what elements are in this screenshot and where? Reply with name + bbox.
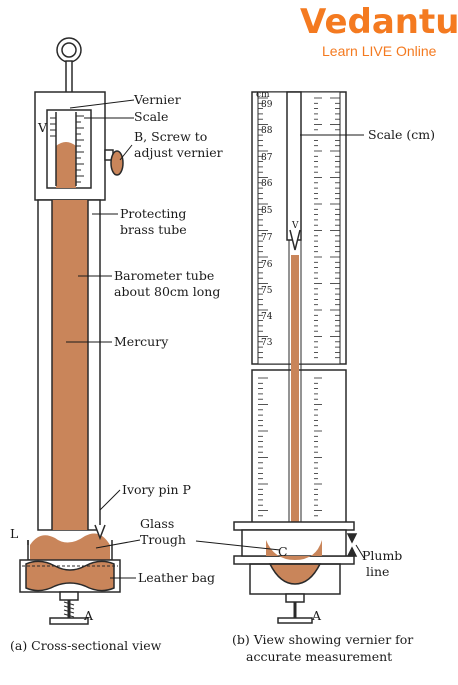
label-barometer-line1: Barometer tube bbox=[114, 268, 214, 283]
leather-bag bbox=[25, 560, 115, 592]
label-plumb-line2: line bbox=[366, 564, 389, 579]
top-rod bbox=[65, 60, 73, 94]
right-scale-ticks bbox=[258, 97, 340, 517]
label-screw-b-line1: B, Screw to bbox=[134, 129, 207, 144]
unit-cm: cm bbox=[256, 90, 270, 100]
right-screw-collar bbox=[285, 593, 305, 603]
window-scale-ticks bbox=[50, 115, 84, 183]
label-a-left: A bbox=[83, 608, 94, 623]
hanging-ring-inner bbox=[61, 42, 77, 58]
label-mercury: Mercury bbox=[114, 334, 169, 349]
label-v-left: V bbox=[37, 120, 48, 135]
left-labels: Vernier Scale B, Screw to adjust vernier… bbox=[10, 92, 223, 653]
label-scale: Scale bbox=[134, 109, 168, 124]
scale-tick-label: 88 bbox=[261, 126, 273, 136]
screw-a-base bbox=[49, 617, 89, 625]
screw-a-collar bbox=[59, 591, 79, 601]
trough-cage bbox=[241, 529, 347, 557]
adjust-screw-b bbox=[110, 150, 124, 176]
caption-right-line2: accurate measurement bbox=[246, 649, 392, 664]
logo-tagline: Learn LIVE Online bbox=[322, 43, 437, 59]
scale-tick-label: 76 bbox=[261, 260, 273, 270]
cross-sectional-view bbox=[19, 37, 124, 625]
hanging-ring bbox=[56, 37, 82, 63]
vernier-view bbox=[233, 91, 358, 624]
screw-a-thread bbox=[63, 601, 75, 618]
label-a-right: A bbox=[311, 608, 322, 623]
ivory-pin-p bbox=[94, 524, 106, 541]
label-scale-cm: Scale (cm) bbox=[368, 127, 435, 142]
right-mercury-column bbox=[291, 255, 299, 540]
label-vernier: Vernier bbox=[133, 92, 181, 107]
logo-wordmark: Vedantu bbox=[300, 2, 458, 42]
trough-mercury bbox=[30, 533, 110, 565]
label-l: L bbox=[10, 526, 18, 541]
vedantu-logo: Vedantu Learn LIVE Online bbox=[300, 2, 458, 59]
label-protecting-line1: Protecting bbox=[120, 206, 186, 221]
upper-plate bbox=[233, 521, 355, 531]
mercury-column bbox=[52, 200, 88, 530]
plumb-arrow-top bbox=[346, 533, 358, 544]
plumb-arrow-bottom bbox=[346, 546, 358, 557]
mercury-column-window bbox=[56, 142, 76, 188]
label-protecting-line2: brass tube bbox=[120, 222, 187, 237]
right-trough-mercury bbox=[266, 540, 322, 560]
label-ivory-pin: Ivory pin P bbox=[122, 482, 191, 497]
right-screw-base bbox=[277, 617, 313, 624]
scale-tick-label: 75 bbox=[261, 286, 273, 296]
label-screw-b-line2: adjust vernier bbox=[134, 145, 223, 160]
scale-tick-label: 86 bbox=[261, 179, 273, 189]
scale-tick-label: 73 bbox=[261, 338, 273, 348]
label-plumb-line1: Plumb bbox=[362, 548, 402, 563]
scale-tick-label: 87 bbox=[261, 153, 273, 163]
scale-tick-label: 74 bbox=[261, 312, 273, 322]
right-labels: cm 89 88 87 86 85 77 76 75 74 73 Scale (cm) V C P… bbox=[195, 90, 435, 664]
label-v-right: V bbox=[291, 221, 299, 231]
scale-tick-labels: 89 88 87 86 85 77 76 75 74 73 bbox=[261, 100, 273, 348]
label-barometer-line2: about 80cm long bbox=[114, 284, 220, 299]
vernier-pointer bbox=[289, 229, 301, 251]
caption-left: (a) Cross-sectional view bbox=[10, 638, 162, 653]
scale-tick-label: 77 bbox=[261, 233, 273, 243]
label-trough: Trough bbox=[140, 532, 186, 547]
right-leather-bag bbox=[268, 563, 322, 585]
scale-tick-label: 85 bbox=[261, 206, 273, 216]
caption-right-line1: (b) View showing vernier for bbox=[232, 632, 413, 647]
label-glass: Glass bbox=[140, 516, 174, 531]
label-c: C bbox=[278, 544, 288, 559]
vernier-slot bbox=[286, 91, 302, 241]
label-leather-bag: Leather bag bbox=[138, 570, 215, 585]
scale-tick-label: 89 bbox=[261, 100, 273, 110]
